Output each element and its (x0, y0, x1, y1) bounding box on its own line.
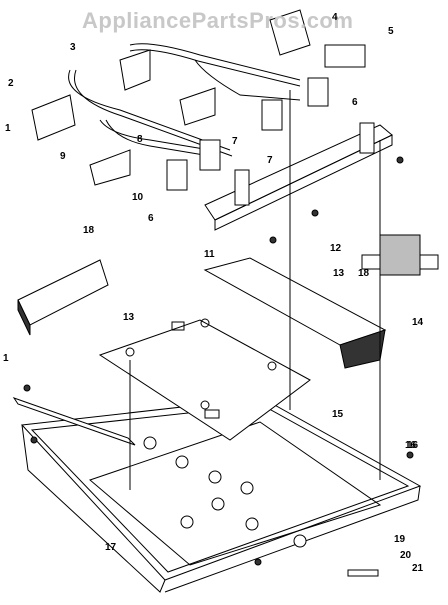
callout-label: 16 (405, 440, 417, 451)
left-bracket (17, 259, 109, 336)
callout-label: 18 (83, 225, 95, 236)
gas-regulator (361, 234, 439, 276)
callout-label: 6 (352, 97, 358, 108)
callout-label: 8 (137, 134, 143, 145)
callout-label: 1 (3, 353, 9, 364)
callout-label: 19 (394, 534, 406, 545)
base-tray (20, 397, 422, 593)
callout-label: 15 (332, 409, 344, 420)
callout-label: 18 (358, 268, 370, 279)
callout-label: 2 (8, 78, 14, 89)
callout-label: 7 (267, 155, 273, 166)
callout-label: 16 (407, 440, 419, 451)
callout-label: 12 (330, 243, 342, 254)
gas-tubes (68, 43, 301, 157)
burner-panel (98, 318, 311, 441)
callout-label: 6 (148, 213, 154, 224)
manifold-bar (204, 122, 393, 231)
callout-label: 7 (232, 136, 238, 147)
terminal-block (324, 44, 366, 68)
gas-valves (166, 77, 329, 191)
trim-strip (12, 397, 136, 446)
mounting-brackets (31, 49, 216, 186)
callout-label: 14 (412, 317, 424, 328)
callout-label: 5 (388, 26, 394, 37)
callout-label: 10 (132, 192, 144, 203)
callout-label: 13 (123, 312, 135, 323)
callout-label: 13 (333, 268, 345, 279)
watermark: AppliancePartsPros.com (82, 8, 354, 33)
callout-label: 17 (105, 542, 117, 553)
callout-label: 21 (412, 563, 424, 574)
callout-label: 4 (332, 12, 338, 23)
callout-label: 1 (5, 123, 11, 134)
callout-label: 11 (204, 249, 215, 260)
callout-label: 3 (70, 42, 76, 53)
right-bracket (203, 257, 387, 369)
screws (23, 156, 414, 566)
bracket-clip (347, 569, 379, 577)
callout-label: 9 (60, 151, 66, 162)
top-bracket (269, 9, 311, 56)
callout-label: 20 (400, 550, 412, 561)
